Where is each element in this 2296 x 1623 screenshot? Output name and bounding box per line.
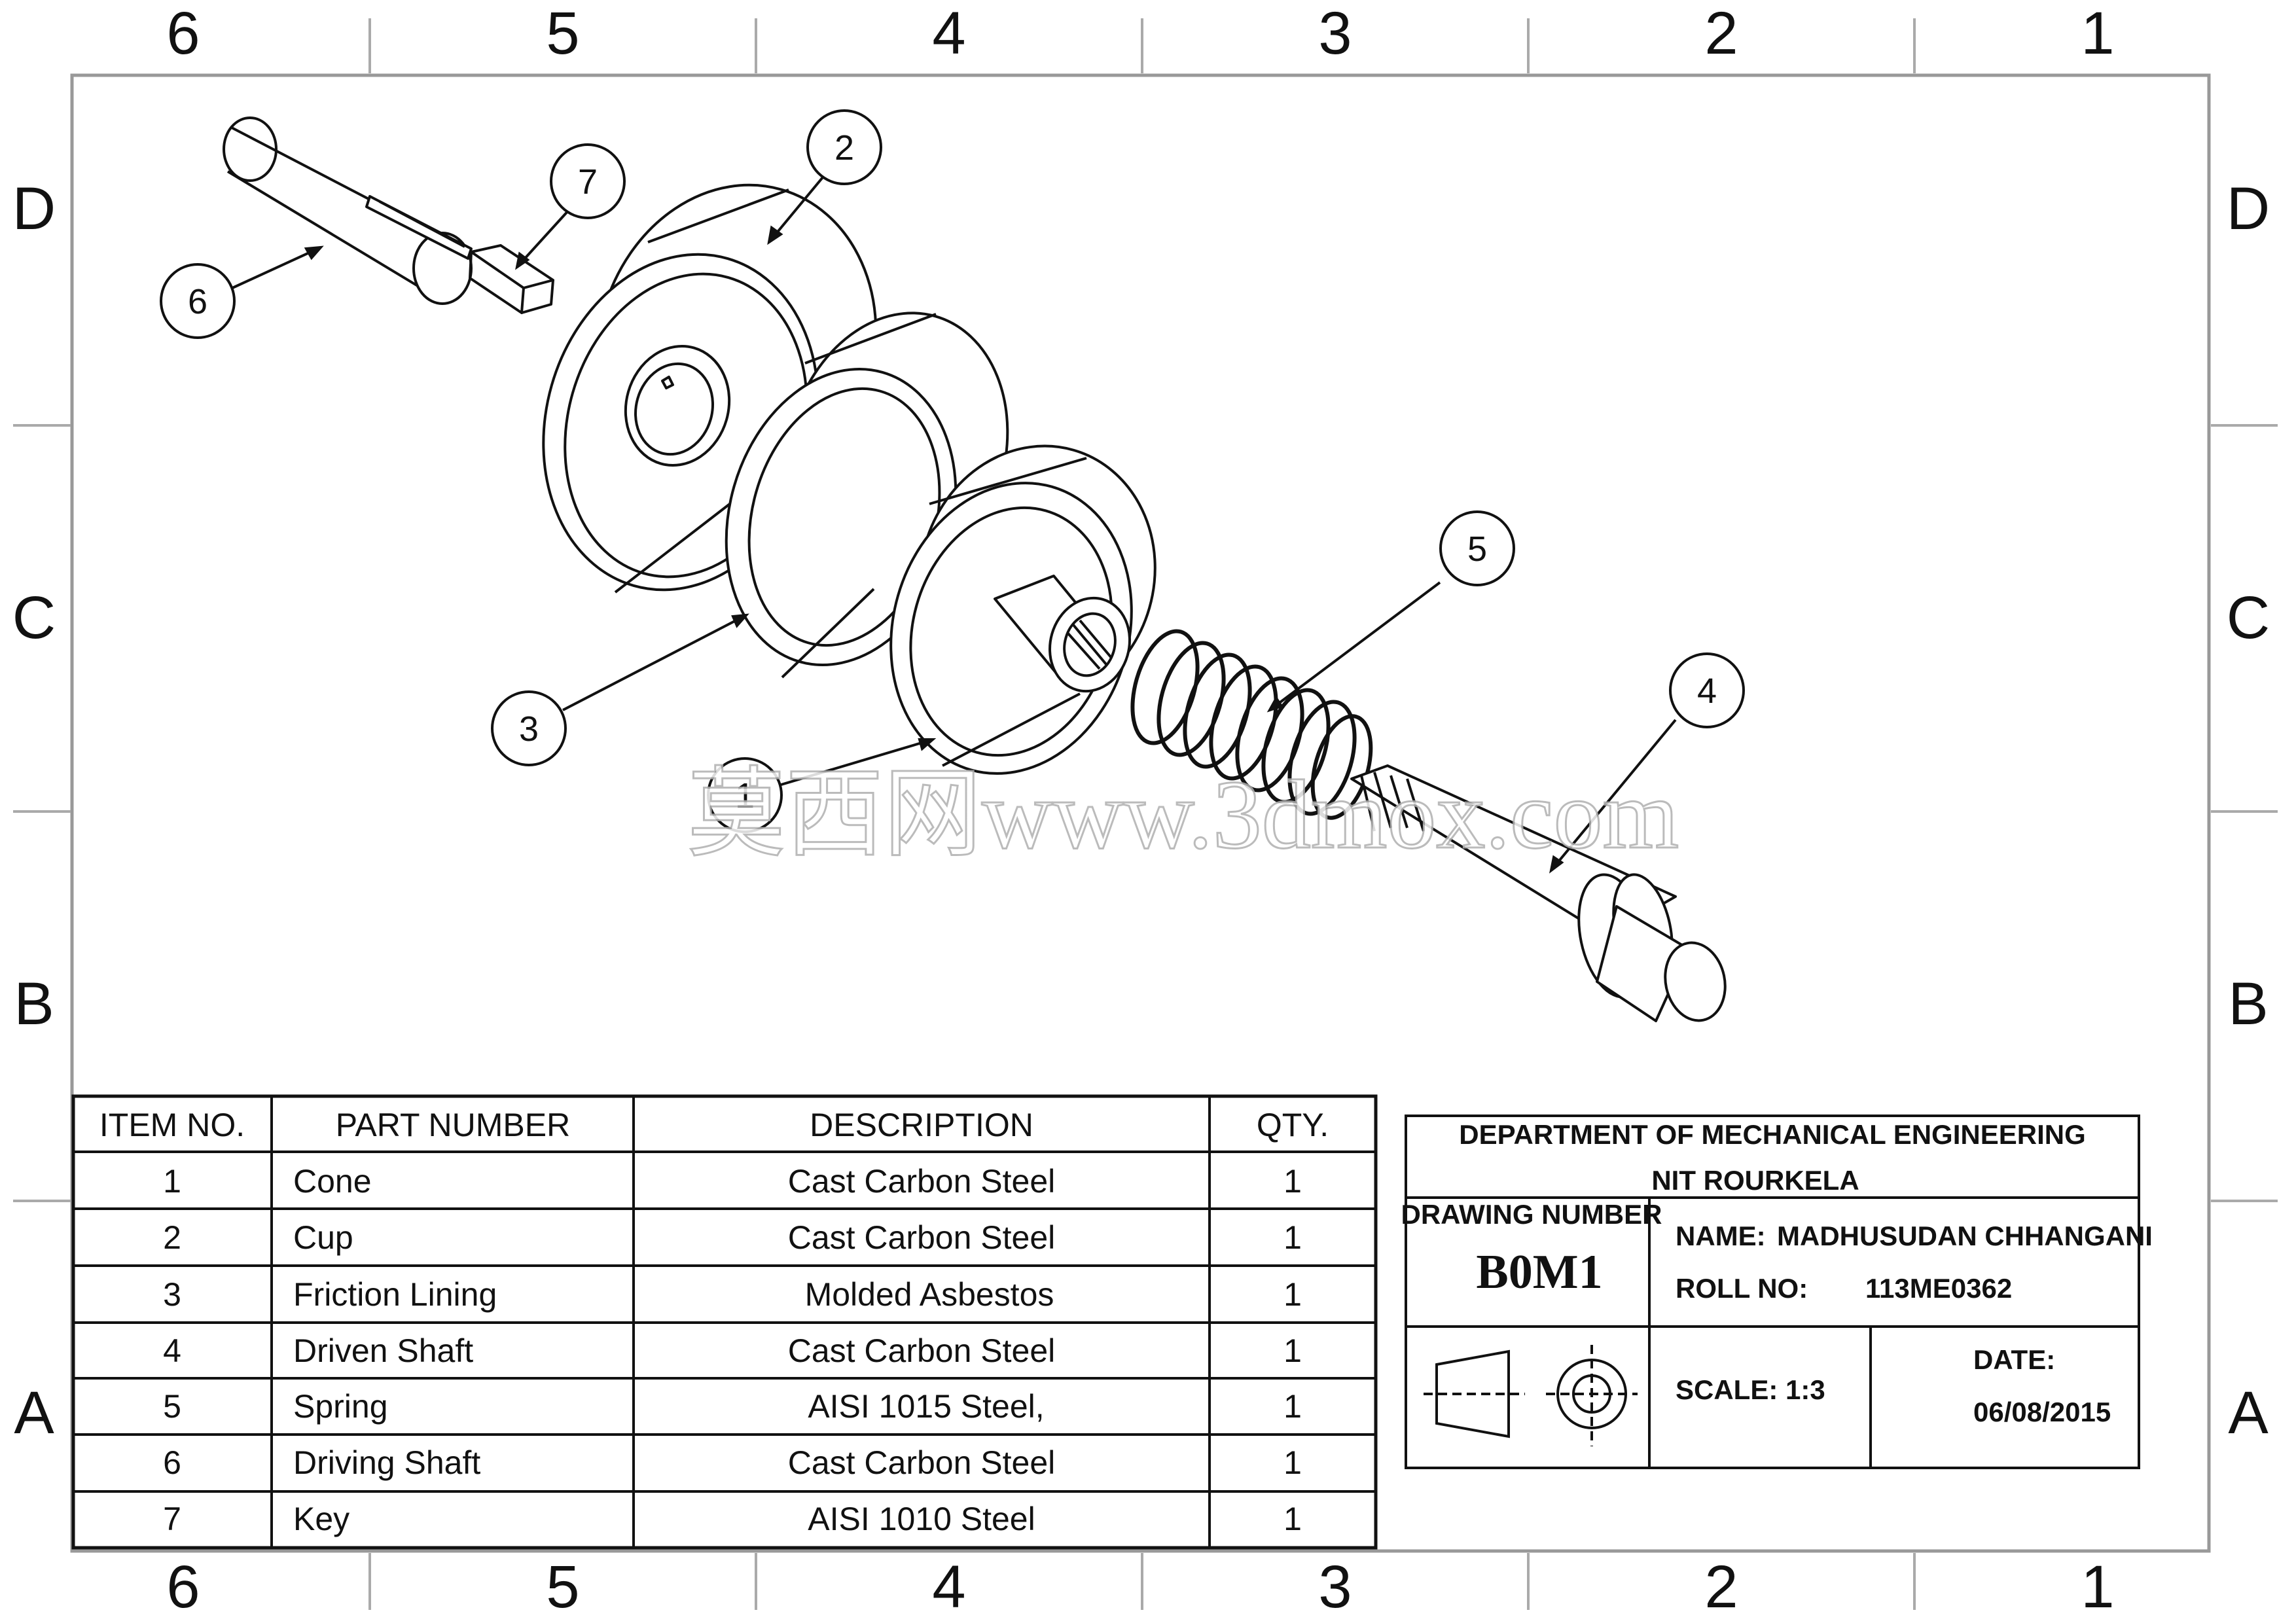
balloon-4: 4 bbox=[1669, 652, 1745, 728]
roll-number: 113ME0362 bbox=[1865, 1273, 2012, 1304]
zone-left-C: C bbox=[12, 584, 56, 651]
zone-right-D: D bbox=[2227, 175, 2270, 242]
table-row: 3 Friction Lining Molded Asbestos 1 bbox=[163, 1276, 1302, 1313]
bom-cell-part: Driven Shaft bbox=[293, 1332, 473, 1369]
balloon-1: 1 bbox=[707, 757, 783, 833]
date-value: 06/08/2015 bbox=[1973, 1397, 2111, 1427]
bom-cell-item: 6 bbox=[163, 1444, 181, 1481]
bom-cell-description: Molded Asbestos bbox=[805, 1276, 1054, 1313]
table-row: 4 Driven Shaft Cast Carbon Steel 1 bbox=[163, 1332, 1302, 1369]
bom-cell-qty: 1 bbox=[1283, 1332, 1302, 1369]
balloon-5: 5 bbox=[1439, 510, 1515, 586]
balloon-2-label: 2 bbox=[834, 128, 854, 168]
zone-bottom-6: 6 bbox=[166, 1554, 200, 1620]
balloon-2: 2 bbox=[806, 109, 882, 185]
table-row: 7 Key AISI 1010 Steel 1 bbox=[163, 1501, 1302, 1537]
department-title: DEPARTMENT OF MECHANICAL ENGINEERING bbox=[1459, 1119, 2085, 1150]
bom-header-part-number: PART NUMBER bbox=[336, 1107, 570, 1143]
zone-left-B: B bbox=[14, 971, 54, 1037]
date-label: DATE: bbox=[1973, 1344, 2055, 1375]
zone-right-C: C bbox=[2227, 584, 2270, 651]
bom-cell-item: 4 bbox=[163, 1332, 181, 1369]
bom-cell-item: 2 bbox=[163, 1219, 181, 1256]
student-name: MADHUSUDAN CHHANGANI bbox=[1777, 1221, 2153, 1251]
balloon-4-label: 4 bbox=[1697, 671, 1717, 711]
bom-cell-description: Cast Carbon Steel bbox=[788, 1332, 1056, 1369]
zone-bottom-2: 2 bbox=[1704, 1554, 1738, 1620]
bom-header-qty: QTY. bbox=[1257, 1107, 1329, 1143]
bom-cell-item: 1 bbox=[163, 1163, 181, 1200]
zone-left-D: D bbox=[12, 175, 56, 242]
bom-cell-part: Key bbox=[293, 1501, 350, 1537]
exploded-view bbox=[223, 116, 1727, 1022]
bom-cell-part: Cone bbox=[293, 1163, 372, 1200]
zone-bottom-1: 1 bbox=[2081, 1554, 2114, 1620]
roll-label: ROLL NO: bbox=[1676, 1273, 1808, 1304]
zone-top-3: 3 bbox=[1318, 0, 1352, 67]
zone-bottom-3: 3 bbox=[1318, 1554, 1352, 1620]
zone-left-A: A bbox=[14, 1380, 54, 1446]
bom-cell-part: Driving Shaft bbox=[293, 1444, 480, 1481]
bom-table: ITEM NO. PART NUMBER DESCRIPTION QTY. 1 … bbox=[71, 1094, 1378, 1550]
bom-cell-qty: 1 bbox=[1283, 1444, 1302, 1481]
balloon-1-label: 1 bbox=[735, 776, 755, 815]
leader-lines bbox=[232, 172, 1677, 874]
balloon-6: 6 bbox=[160, 263, 236, 339]
scale-label: SCALE: 1:3 bbox=[1676, 1374, 1825, 1405]
bom-cell-description: Cast Carbon Steel bbox=[788, 1219, 1056, 1256]
bom-cell-item: 3 bbox=[163, 1276, 181, 1313]
zone-right-B: B bbox=[2228, 971, 2268, 1037]
bom-cell-item: 5 bbox=[163, 1388, 181, 1425]
zone-right-A: A bbox=[2228, 1380, 2269, 1446]
part-driven-shaft bbox=[1350, 764, 1727, 1022]
table-row: 5 Spring AISI 1015 Steel, 1 bbox=[163, 1388, 1302, 1425]
balloon-7: 7 bbox=[550, 143, 626, 219]
bom-cell-description: Cast Carbon Steel bbox=[788, 1444, 1056, 1481]
zone-top-2: 2 bbox=[1704, 0, 1738, 67]
bom-header-description: DESCRIPTION bbox=[810, 1107, 1033, 1143]
bom-cell-part: Friction Lining bbox=[293, 1276, 497, 1313]
balloon-3-label: 3 bbox=[519, 709, 539, 749]
sheet-border bbox=[70, 73, 2211, 1553]
bom-cell-description: AISI 1015 Steel, bbox=[808, 1388, 1044, 1425]
zone-top-1: 1 bbox=[2081, 0, 2114, 67]
watermark: 莫西网www.3dmox.com bbox=[687, 760, 1679, 869]
zone-ticks bbox=[13, 18, 2278, 1610]
bom-cell-description: Cast Carbon Steel bbox=[788, 1163, 1056, 1200]
balloon-6-label: 6 bbox=[188, 282, 207, 321]
drawing-number-label: DRAWING NUMBER bbox=[1401, 1199, 1662, 1230]
table-row: 6 Driving Shaft Cast Carbon Steel 1 bbox=[163, 1444, 1302, 1481]
zone-top-6: 6 bbox=[166, 0, 200, 67]
bom-cell-part: Spring bbox=[293, 1388, 388, 1425]
third-angle-projection-icon bbox=[1424, 1345, 1638, 1446]
part-cone bbox=[889, 444, 1157, 775]
bom-cell-item: 7 bbox=[163, 1501, 181, 1537]
balloon-7-label: 7 bbox=[578, 162, 598, 202]
name-label: NAME: bbox=[1676, 1221, 1766, 1251]
zone-top-5: 5 bbox=[546, 0, 579, 67]
part-key bbox=[469, 244, 554, 314]
balloon-3: 3 bbox=[491, 690, 567, 766]
drawing-number: B0M1 bbox=[1476, 1245, 1602, 1299]
zone-top-4: 4 bbox=[932, 0, 965, 67]
institute-title: NIT ROURKELA bbox=[1651, 1165, 1859, 1196]
bom-cell-part: Cup bbox=[293, 1219, 353, 1256]
zone-bottom-4: 4 bbox=[932, 1554, 965, 1620]
balloon-5-label: 5 bbox=[1467, 529, 1487, 569]
bom-cell-qty: 1 bbox=[1283, 1219, 1302, 1256]
bom-header-item-no: ITEM NO. bbox=[99, 1107, 245, 1143]
bom-cell-description: AISI 1010 Steel bbox=[808, 1501, 1035, 1537]
table-row: 1 Cone Cast Carbon Steel 1 bbox=[163, 1163, 1302, 1200]
zone-bottom-5: 5 bbox=[546, 1554, 579, 1620]
table-row: 2 Cup Cast Carbon Steel 1 bbox=[163, 1219, 1302, 1256]
title-block: DEPARTMENT OF MECHANICAL ENGINEERING NIT… bbox=[1401, 1115, 2153, 1469]
bom-cell-qty: 1 bbox=[1283, 1276, 1302, 1313]
bom-cell-qty: 1 bbox=[1283, 1388, 1302, 1425]
bom-cell-qty: 1 bbox=[1283, 1163, 1302, 1200]
bom-cell-qty: 1 bbox=[1283, 1501, 1302, 1537]
